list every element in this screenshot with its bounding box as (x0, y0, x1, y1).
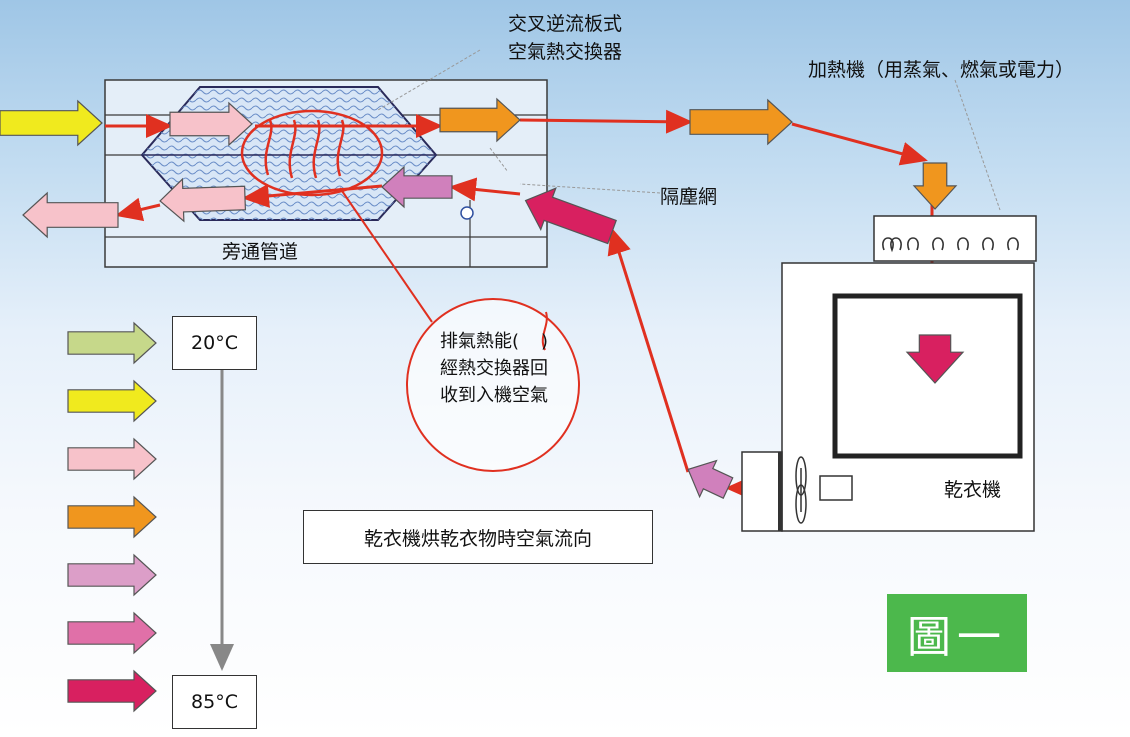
dryer-exhaust-arrow (687, 459, 734, 499)
caption-box: 乾衣機烘乾衣物時空氣流向 (303, 510, 653, 564)
legend-arrow-2 (67, 379, 157, 423)
legend-arrow-6 (67, 611, 157, 655)
caption-text: 乾衣機烘乾衣物時空氣流向 (363, 527, 592, 550)
exhaust-air-arrow (22, 191, 119, 239)
dryer-label: 乾衣機 (944, 479, 1002, 501)
recovery-line1-end: ) (541, 331, 549, 352)
temp-low-box: 20°C (172, 316, 257, 370)
return-air-arrow (524, 187, 617, 245)
heater-label: 加熱機（用蒸氣、燃氣或電力） (808, 59, 1075, 81)
hot-air-arrow (905, 334, 965, 384)
temp-high-box: 85°C (172, 675, 257, 729)
legend-arrow-7 (67, 669, 157, 713)
dryer-fan (795, 456, 807, 524)
legend-arrow-1 (67, 321, 157, 365)
heated-air-arrow-1 (439, 97, 521, 143)
heater (873, 215, 1037, 262)
recovery-line3: 收到入機空氣 (440, 385, 548, 406)
recovery-line2: 經熱交換器回 (440, 358, 548, 379)
exchanger-label-line1: 交叉逆流板式 (508, 13, 623, 35)
temp-low-value: 20°C (191, 332, 238, 354)
preheat-air-arrow (169, 101, 253, 147)
temp-high-value: 85°C (191, 691, 238, 713)
heated-air-arrow-2 (689, 98, 793, 146)
recovery-line1: 排氣熱能( (439, 331, 519, 352)
dryer (741, 262, 1035, 532)
legend-arrow-3 (67, 437, 157, 481)
legend-arrow-5 (67, 553, 157, 597)
legend-arrow-4 (67, 495, 157, 539)
intake-air-arrow (0, 99, 103, 147)
cooled-exhaust-arrow (159, 177, 247, 223)
heater-inlet-arrow (912, 162, 958, 210)
filtered-return-arrow (381, 165, 453, 209)
legend-arrows (67, 321, 157, 713)
heat-recovery-indicator (240, 109, 580, 472)
filter-label: 隔塵網 (660, 186, 718, 208)
exchanger-label-line2: 空氣熱交換器 (508, 41, 623, 63)
leader-lines (377, 49, 1001, 211)
heat-recovery-note: 排氣熱能() 經熱交換器回 收到入機空氣 (414, 328, 574, 409)
flow-arrows (0, 97, 965, 499)
figure-label: 圖一 (907, 612, 1007, 663)
bypass-duct-label: 旁通管道 (222, 241, 299, 263)
figure-badge: 圖一 (887, 594, 1027, 672)
